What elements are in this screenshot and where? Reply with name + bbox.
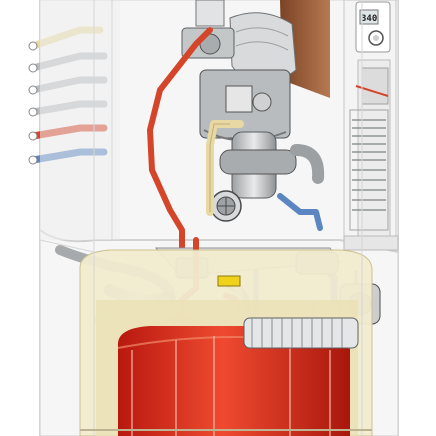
- warning-label: [217, 275, 241, 287]
- front-door-outline: [39, 0, 363, 436]
- tank-heat-exchanger: [243, 317, 359, 349]
- circulation-pump: [210, 190, 242, 222]
- side-panel-left: [40, 0, 120, 240]
- burner-fan-assembly: [181, 0, 297, 84]
- display-reading: 340: [361, 14, 377, 24]
- display-screen: [359, 9, 379, 25]
- heat-exchanger: [219, 131, 325, 199]
- control-panel: 340: [343, 0, 399, 251]
- hot-pipe-loop: [147, 27, 213, 265]
- storage-tank: [79, 249, 373, 436]
